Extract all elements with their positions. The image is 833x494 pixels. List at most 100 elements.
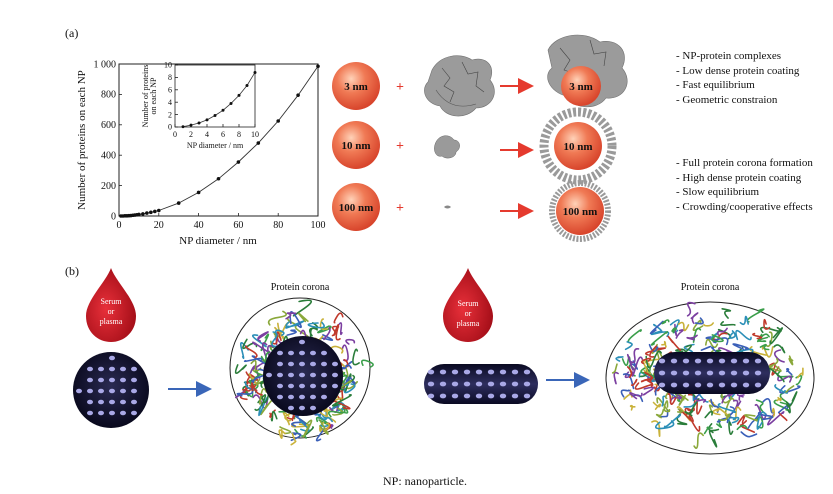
- surface-dot: [98, 399, 104, 405]
- protein-ribbon: [651, 420, 661, 437]
- protein-ribbon: [260, 333, 270, 352]
- nanoparticle-100nm-complex: [556, 187, 604, 235]
- protein-ribbon: [278, 428, 286, 439]
- protein-ribbon: [615, 356, 624, 362]
- data-point: [205, 118, 209, 122]
- protein-ribbon: [259, 387, 268, 405]
- protein-ribbon: [693, 432, 704, 449]
- nanoparticle-100nm-complex-label: 100 nm: [563, 206, 598, 218]
- data-point: [229, 101, 233, 105]
- x-tick-label: 6: [221, 130, 225, 139]
- note-item: - Geometric constraion: [676, 93, 778, 106]
- surface-dot: [277, 394, 283, 400]
- protein-ribbon: [360, 359, 374, 368]
- surface-dot: [288, 361, 294, 367]
- protein-ribbon: [705, 338, 719, 349]
- notes-small-np: - NP-protein complexes - Low dense prote…: [676, 49, 799, 107]
- drop-left-line2: or: [108, 307, 115, 316]
- surface-dot: [87, 377, 93, 383]
- protein-ribbon: [326, 423, 334, 430]
- data-point: [213, 114, 217, 118]
- surface-dot: [718, 370, 726, 376]
- x-tick-label: 80: [273, 220, 283, 231]
- corona-right-proteins: [611, 301, 804, 449]
- protein-ribbon: [778, 412, 788, 422]
- surface-dot: [310, 383, 316, 389]
- surface-dot: [321, 361, 327, 367]
- protein-ribbon: [712, 408, 721, 416]
- x-tick-label: 0: [173, 130, 177, 139]
- surface-dot: [332, 361, 338, 367]
- protein-ribbon: [285, 312, 297, 320]
- protein-ribbon: [270, 340, 273, 350]
- surface-dot: [742, 370, 750, 376]
- surface-dot: [332, 372, 338, 378]
- protein-ribbon: [663, 400, 670, 413]
- x-tick-label: 40: [194, 220, 204, 231]
- protein-ribbon: [626, 354, 634, 371]
- surface-dot: [131, 366, 137, 372]
- protein-ribbon: [752, 332, 763, 340]
- protein-ribbon: [788, 355, 794, 366]
- surface-dot: [299, 339, 305, 345]
- protein-ribbon: [284, 412, 292, 422]
- protein-ribbon: [267, 310, 287, 326]
- surface-dot: [463, 393, 471, 399]
- protein-ribbon: [777, 375, 793, 383]
- surface-dot: [475, 369, 483, 375]
- surface-dot: [670, 382, 678, 388]
- surface-dot: [499, 369, 507, 375]
- surface-dot: [299, 350, 305, 356]
- protein-ribbon: [669, 394, 683, 404]
- surface-dot: [131, 388, 137, 394]
- protein-ribbon: [678, 394, 687, 406]
- protein-ribbon: [700, 345, 712, 351]
- surface-dot: [277, 383, 283, 389]
- inset-series-line: [182, 72, 256, 128]
- surface-dot: [310, 405, 316, 411]
- surface-dot: [463, 381, 471, 387]
- protein-ribbon: [755, 399, 765, 414]
- protein-ribbon: [649, 345, 658, 358]
- surface-dot: [718, 382, 726, 388]
- data-point: [137, 212, 141, 217]
- surface-dot: [754, 382, 762, 388]
- surface-dot: [120, 366, 126, 372]
- protein-ribbon: [756, 411, 767, 430]
- surface-dot: [332, 383, 338, 389]
- surface-dot: [694, 382, 702, 388]
- row-10nm: 10 nm + 10 nm: [332, 107, 617, 185]
- protein-ribbon: [733, 406, 742, 421]
- inset-y-axis-label-line1: Number of proteins: [141, 65, 150, 128]
- x-tick-label: 0: [117, 220, 122, 231]
- note-item: - Full protein corona formation: [676, 157, 813, 169]
- surface-dot: [670, 370, 678, 376]
- surface-dot: [523, 369, 531, 375]
- rod-nanoparticle-dots: [427, 369, 531, 399]
- protein-ribbon: [316, 413, 333, 423]
- surface-dot: [299, 361, 305, 367]
- data-point: [216, 176, 221, 181]
- surface-dot: [98, 366, 104, 372]
- data-point: [276, 119, 281, 123]
- protein-ribbon: [675, 329, 684, 339]
- protein-ribbon: [720, 321, 736, 327]
- nanoparticle-3nm-complex-label: 3 nm: [569, 81, 593, 93]
- surface-dot: [310, 350, 316, 356]
- surface-dot: [487, 381, 495, 387]
- protein-ribbon: [763, 318, 771, 330]
- spherical-nanoparticle-dots: [76, 355, 137, 416]
- surface-dot: [499, 393, 507, 399]
- drop-left-line1: Serum: [101, 297, 123, 306]
- protein-ribbon: [645, 350, 662, 369]
- surface-dot: [310, 372, 316, 378]
- protein-ribbon: [631, 356, 644, 377]
- protein-ribbon: [332, 407, 344, 416]
- surface-dot: [487, 369, 495, 375]
- x-tick-label: 60: [233, 220, 243, 231]
- protein-ribbon: [765, 331, 773, 348]
- y-tick-label: 0: [168, 123, 172, 132]
- plus-icon: +: [396, 139, 404, 154]
- protein-ribbon: [251, 382, 263, 396]
- surface-dot: [427, 381, 435, 387]
